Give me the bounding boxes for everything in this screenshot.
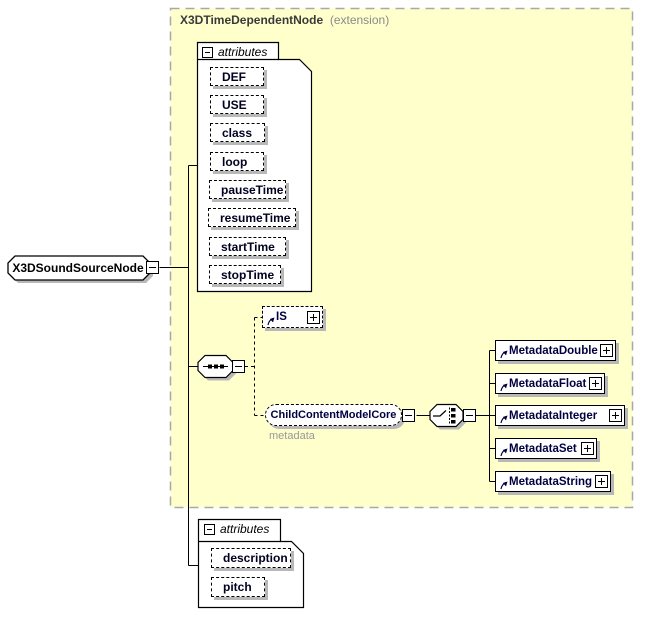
attribute-item-pitch[interactable]: pitch [211,577,265,597]
expand-toggle-metadatainteger[interactable] [609,409,622,422]
reference-arrow-icon [500,383,508,392]
element-is[interactable]: IS [262,306,323,328]
reference-arrow-icon [267,317,275,326]
choice-icon [433,407,456,425]
collapse-toggle-sequence[interactable] [232,360,245,373]
expand-toggle-metadatadouble[interactable] [600,344,613,357]
element-childcontentmodelcore[interactable]: ChildContentModelCore [265,404,402,426]
element-metadatadouble[interactable]: MetadataDouble [495,340,616,361]
attribute-item-resumetime[interactable]: resumeTime [208,208,296,227]
collapse-toggle-root[interactable] [146,261,159,274]
collapse-toggle-childcontentmodelcore[interactable] [402,409,415,422]
attribute-item-class[interactable]: class [210,123,265,142]
sequence-icon [203,364,228,369]
collapse-toggle-attributes-top[interactable] [202,47,213,58]
element-label: MetadataDouble [509,344,598,357]
childcontentmodelcore-caption: metadata [269,430,315,442]
connector-lines [159,165,495,566]
reference-arrow-icon [500,350,508,359]
attributes-label-top: attributes [218,45,268,59]
reference-arrow-icon [500,415,508,424]
attribute-item-pausetime[interactable]: pauseTime [209,180,286,199]
attribute-item-def[interactable]: DEF [210,67,264,86]
element-label: MetadataInteger [509,409,598,422]
attribute-item-stoptime[interactable]: stopTime [209,265,281,284]
extension-title: X3DTimeDependentNode [180,13,324,27]
attribute-item-loop[interactable]: loop [210,152,264,171]
expand-toggle-is[interactable] [307,310,320,324]
attribute-item-use[interactable]: USE [210,95,264,114]
element-label: MetadataString [509,475,593,488]
collapse-toggle-choice[interactable] [463,409,476,422]
reference-arrow-icon [500,448,508,457]
element-metadataset[interactable]: MetadataSet [495,438,597,459]
element-metadatastring[interactable]: MetadataString [495,471,611,492]
root-node-shape[interactable] [7,255,151,281]
optional-connector-lines [245,317,265,416]
element-label: MetadataSet [509,442,577,455]
element-label: IS [276,311,287,323]
extension-header: X3DTimeDependentNode (extension) [180,13,390,27]
expand-toggle-metadatastring[interactable] [595,475,608,488]
collapse-toggle-attributes-bottom[interactable] [204,524,215,535]
reference-arrow-icon [500,481,508,490]
expand-toggle-metadatafloat[interactable] [589,377,602,390]
attribute-item-description[interactable]: description [211,548,291,568]
root-node-label[interactable]: X3DSoundSourceNode [12,261,144,275]
attribute-item-starttime[interactable]: startTime [209,237,286,256]
element-metadatainteger[interactable]: MetadataInteger [495,405,625,426]
element-metadatafloat[interactable]: MetadataFloat [495,373,605,394]
element-label: MetadataFloat [509,377,587,390]
attributes-label-bottom: attributes [220,522,270,536]
expand-toggle-metadataset[interactable] [581,442,594,455]
element-label: ChildContentModelCore [270,409,397,421]
